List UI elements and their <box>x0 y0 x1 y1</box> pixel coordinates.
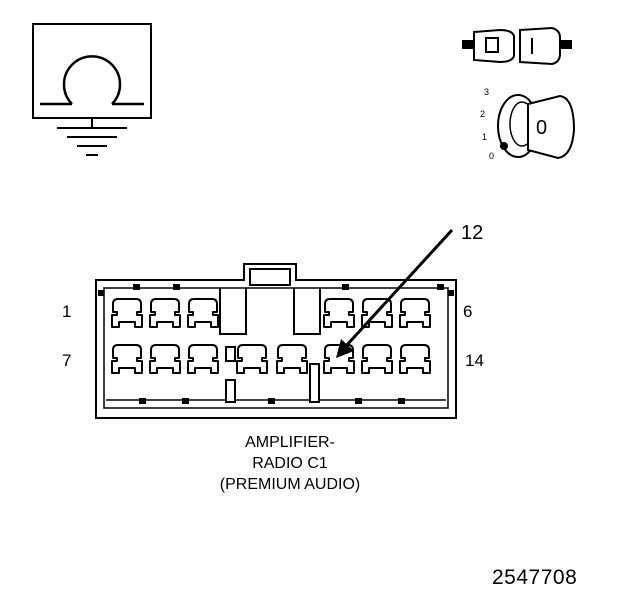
caption-line-2: RADIO C1 <box>252 455 328 472</box>
pin-label-bottom-right: 14 <box>465 351 484 370</box>
ignition-key-label: 0 <box>536 117 548 139</box>
cavity-2 <box>149 298 181 328</box>
connector-body <box>95 263 457 419</box>
pin-label-top-right: 6 <box>463 302 473 321</box>
cavity-13 <box>361 344 393 374</box>
cavity-11 <box>276 344 308 374</box>
ignition-position-0: 0 <box>489 151 495 161</box>
figure-id: 2547708 <box>492 566 578 589</box>
ignition-position-1: 1 <box>482 132 488 142</box>
cavity-10 <box>236 344 268 374</box>
fuse-connector-icon <box>462 26 572 66</box>
caption-line-3: (PREMIUM AUDIO) <box>219 476 361 493</box>
cavity-1 <box>111 298 143 328</box>
arrow-icon <box>336 228 454 358</box>
cavity-3 <box>187 298 219 328</box>
ignition-key-icon <box>497 94 576 160</box>
connector-caption: AMPLIFIER- RADIO C1 (PREMIUM AUDIO) <box>170 432 410 495</box>
cavity-7 <box>111 344 143 374</box>
cavity-9 <box>187 344 219 374</box>
ignition-position-2: 2 <box>480 109 486 119</box>
cavity-14 <box>399 344 431 374</box>
ground-symbol-icon <box>32 23 152 156</box>
caption-line-1: AMPLIFIER- <box>245 434 335 451</box>
cavity-4 <box>323 298 355 328</box>
cavity-8 <box>149 344 181 374</box>
callout-number: 12 <box>461 222 484 244</box>
ignition-position-3: 3 <box>484 87 490 97</box>
pin-label-top-left: 1 <box>62 302 72 321</box>
pin-label-bottom-left: 7 <box>62 351 72 370</box>
cavity-6 <box>399 298 431 328</box>
